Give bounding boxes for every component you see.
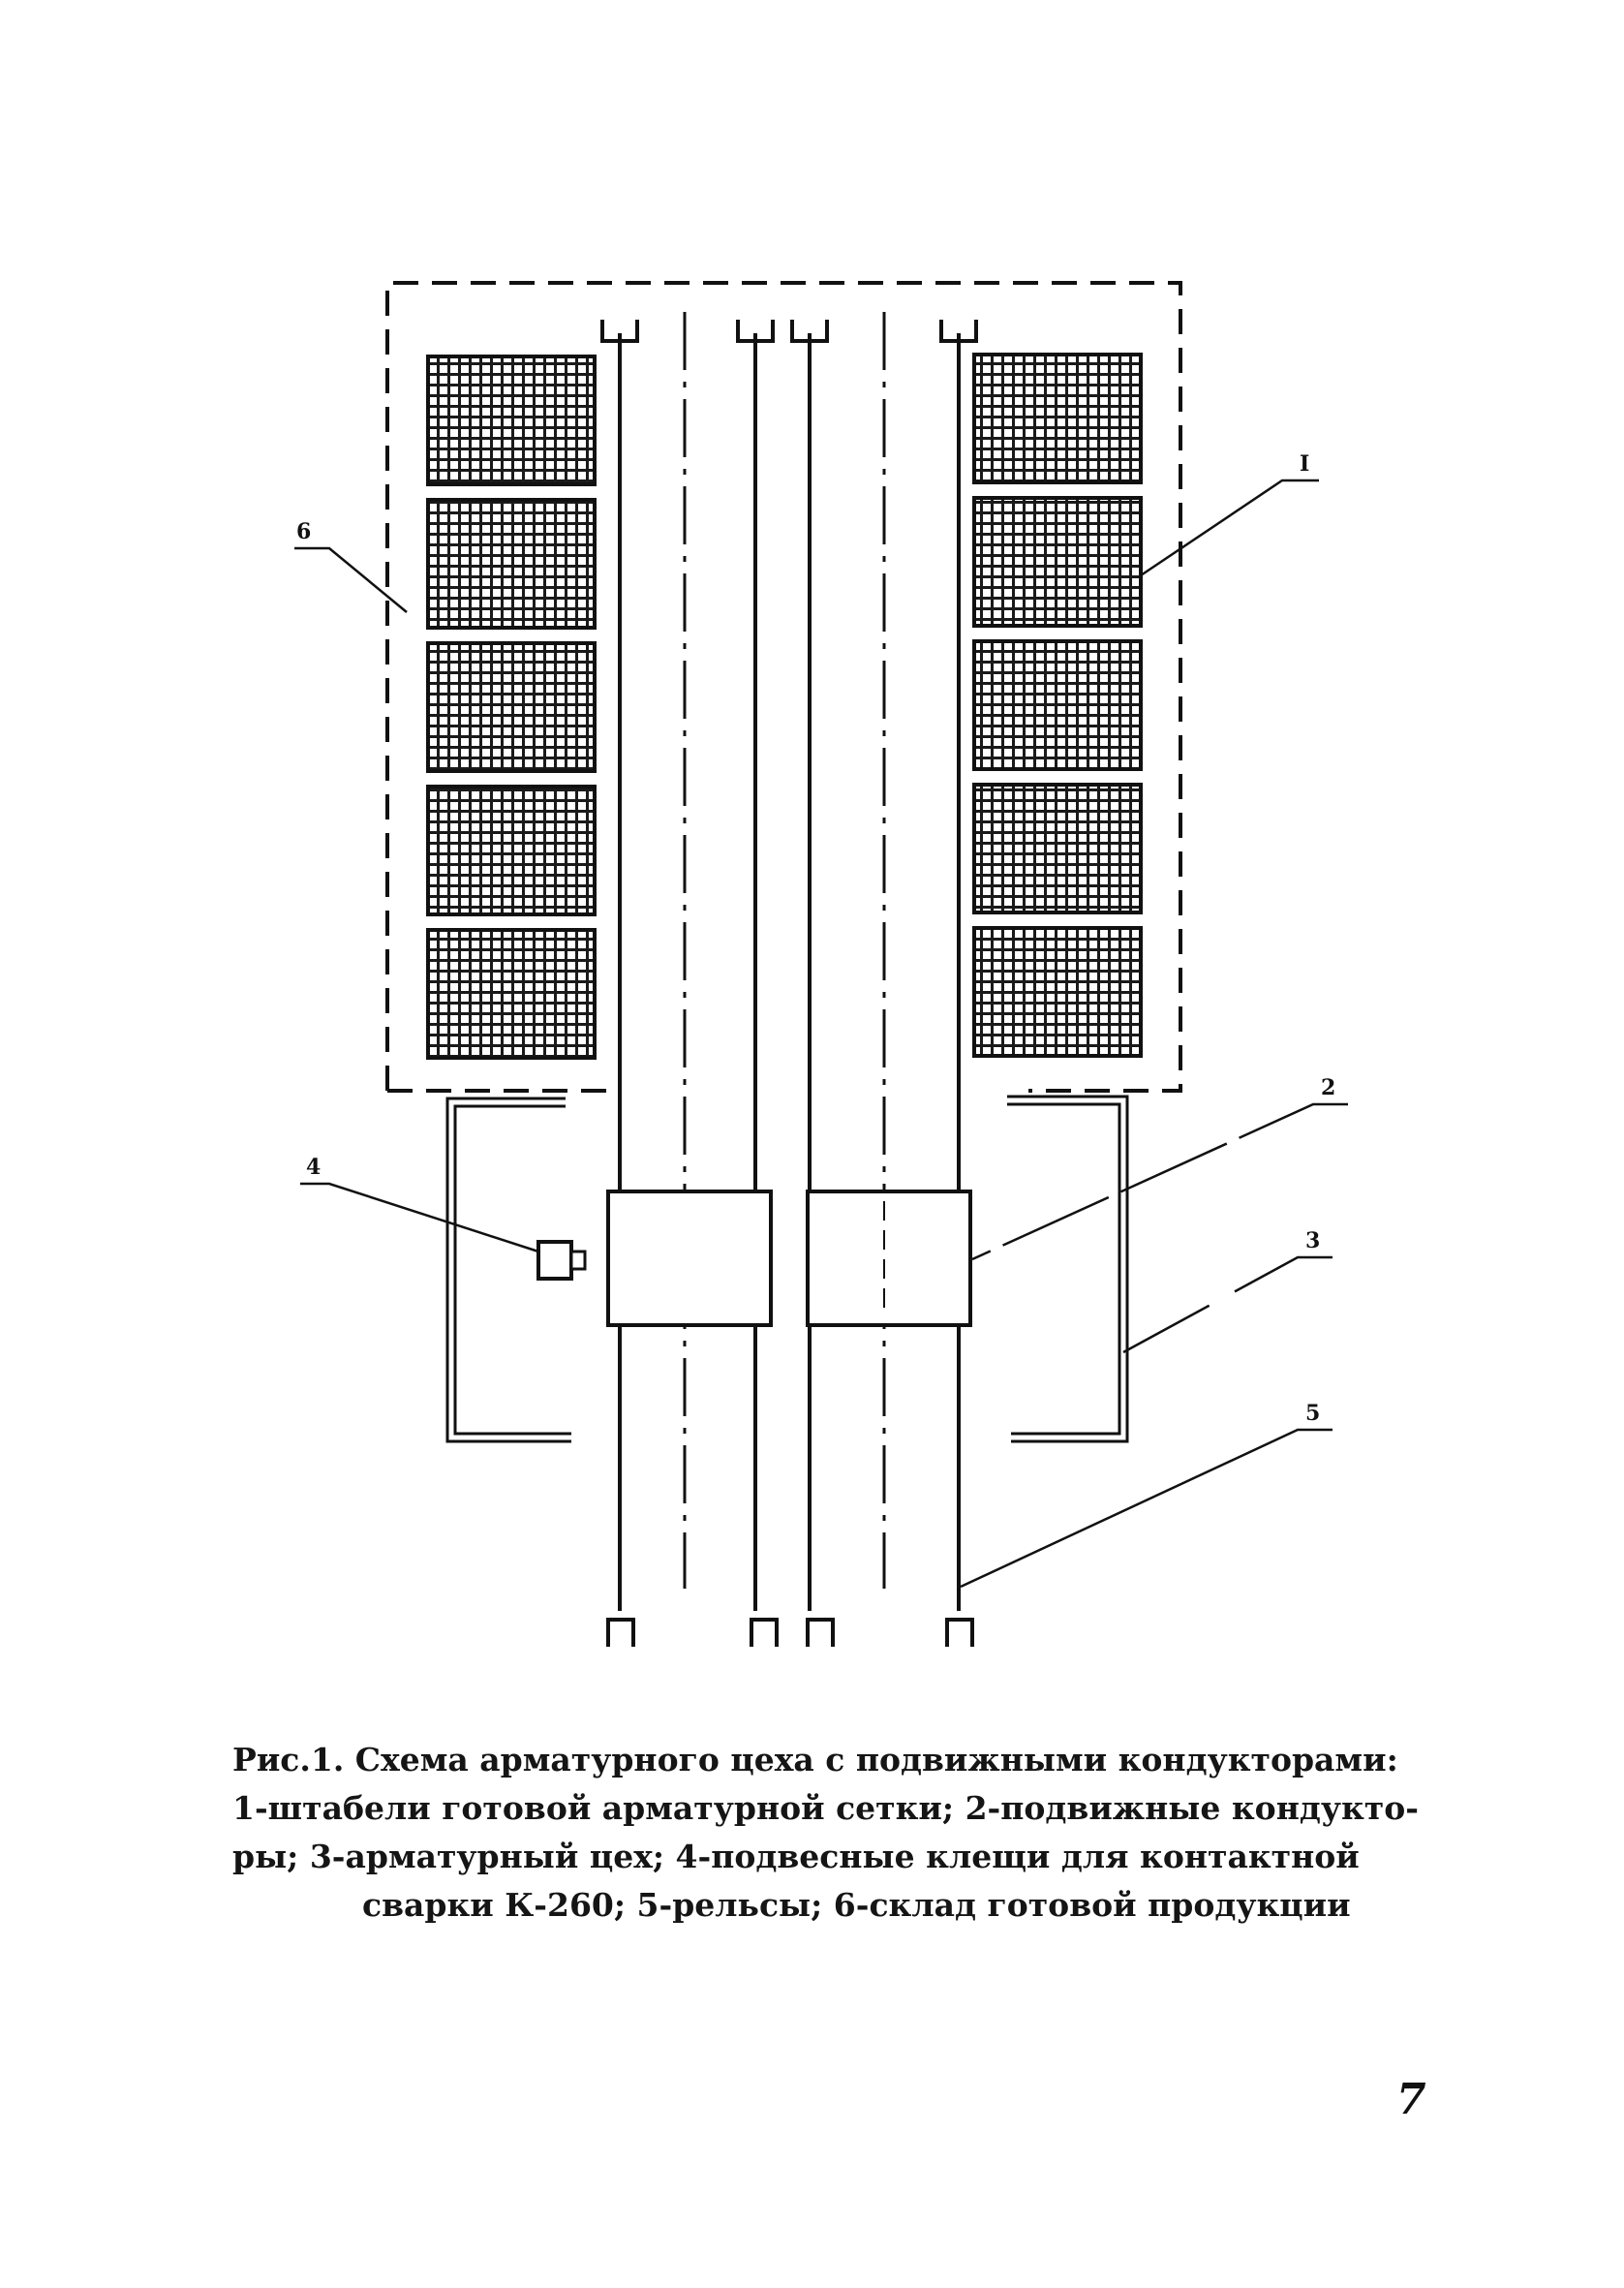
- label-6: 6: [296, 519, 311, 544]
- workshop-wall-left: [445, 1097, 571, 1443]
- caption-line-1: Рис.1. Схема арматурного цеха с подвижны…: [232, 1741, 1398, 1778]
- caption-line-2: 1-штабели готовой арматурной сетки; 2-по…: [232, 1789, 1419, 1827]
- axis-lines: [683, 312, 886, 1589]
- leader-6: [294, 546, 408, 613]
- workshop-diagram: 6 I 2 3 4 5: [294, 281, 1348, 1647]
- leader-2: [971, 1102, 1348, 1261]
- rail-end-stops-bottom: [606, 1618, 974, 1647]
- left-mesh-stacks: [426, 355, 597, 1060]
- right-mesh-stack-5: [972, 926, 1143, 1058]
- conductor-left: [606, 1190, 773, 1327]
- page-number: 7: [1396, 2075, 1426, 2124]
- caption-line-4: сварки К-260; 5-рельсы; 6-склад готовой …: [362, 1886, 1351, 1924]
- left-mesh-stack-2: [426, 498, 597, 630]
- caption-line-3: ры; 3-арматурный цех; 4-подвесные клещи …: [232, 1838, 1360, 1875]
- label-3: 3: [1305, 1228, 1320, 1253]
- rails: [618, 333, 961, 1611]
- leader-lines: [294, 479, 1348, 1589]
- welding-pincers: [536, 1240, 573, 1281]
- workshop-wall-right: [1007, 1095, 1129, 1443]
- label-4: 4: [306, 1155, 321, 1180]
- warehouse-boundary: [385, 281, 1182, 1093]
- right-mesh-stack-3: [972, 639, 1143, 771]
- conductor-right: [806, 1190, 972, 1327]
- right-mesh-stacks: [972, 353, 1143, 1058]
- right-mesh-stack-4: [972, 783, 1143, 914]
- label-5: 5: [1305, 1401, 1320, 1426]
- label-1: I: [1300, 451, 1309, 477]
- leader-1: [1140, 479, 1319, 577]
- label-2: 2: [1321, 1075, 1335, 1100]
- left-mesh-stack-1: [426, 355, 597, 486]
- leader-3: [1122, 1255, 1333, 1354]
- left-mesh-stack-5: [426, 928, 597, 1060]
- left-mesh-stack-4: [426, 785, 597, 916]
- left-mesh-stack-3: [426, 641, 597, 773]
- leader-5: [960, 1428, 1333, 1589]
- figure-caption: Рис.1. Схема арматурного цеха с подвижны…: [232, 1736, 1453, 1930]
- leader-4: [300, 1182, 539, 1253]
- right-mesh-stack-1: [972, 353, 1143, 484]
- right-mesh-stack-2: [972, 496, 1143, 628]
- rail-end-stops-top: [600, 320, 978, 343]
